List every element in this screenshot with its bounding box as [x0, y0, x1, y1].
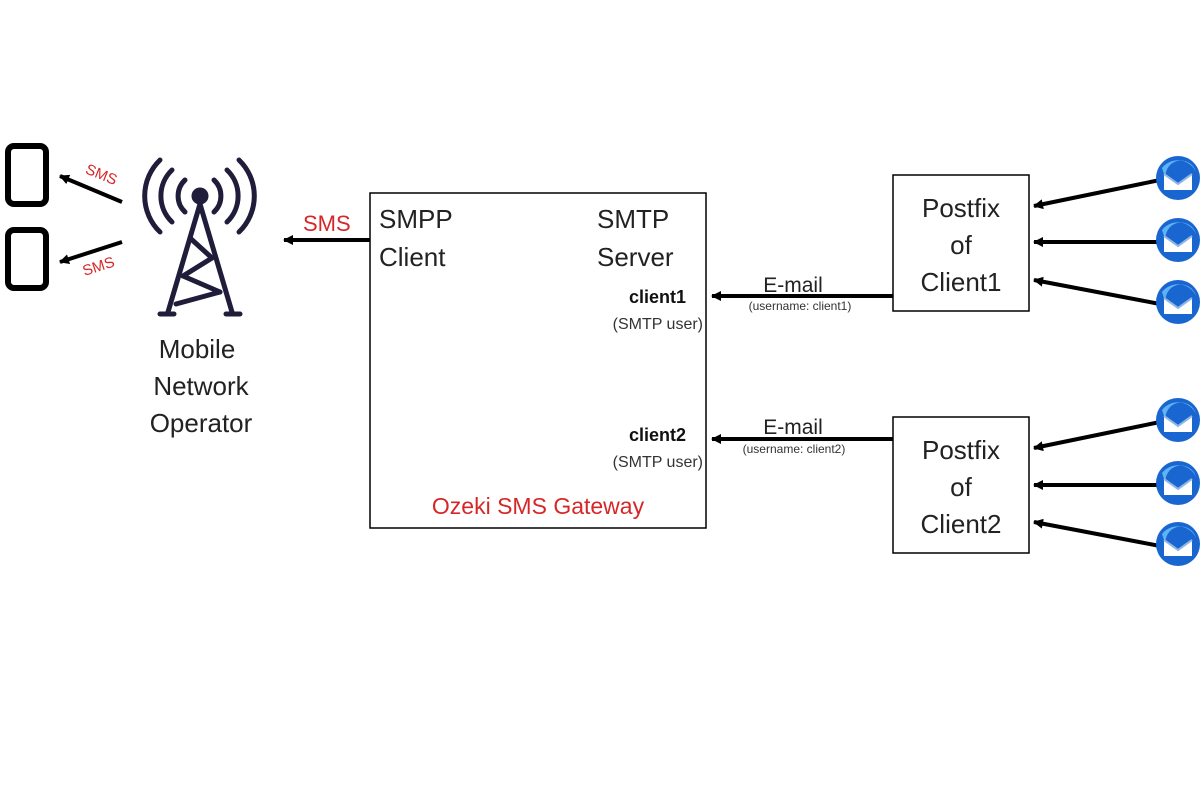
postfix-client1-box: [892, 174, 1030, 312]
smpp-client-line1: SMPP: [379, 204, 453, 234]
sms-label-phone-bottom: SMS: [81, 254, 117, 280]
smtp-user-client2: client2: [629, 425, 686, 445]
gateway-box: [369, 192, 707, 529]
postfix-client1-line3: Client1: [921, 267, 1002, 297]
smtp-server-line1: SMTP: [597, 204, 669, 234]
email-label-client1: E-mail: [763, 274, 823, 297]
sms-label-gateway: SMS: [303, 211, 351, 236]
smtp-user-client1: client1: [629, 287, 686, 307]
thunderbird-icon: [1156, 156, 1200, 200]
thunderbird-icon: [1156, 522, 1200, 566]
postfix-client1-line2: of: [950, 230, 972, 260]
thunderbird-icon: [1156, 218, 1200, 262]
postfix-client2-line2: of: [950, 472, 972, 502]
mail-arrow-6: [1033, 518, 1161, 548]
operator-label-line1: Mobile: [159, 334, 236, 364]
radio-tower-icon: [142, 157, 257, 317]
sms-label-phone-top: SMS: [83, 161, 120, 189]
operator-label-line3: Operator: [150, 408, 253, 438]
mail-arrow-4: [1033, 420, 1161, 452]
mail-arrow-1: [1033, 178, 1161, 210]
email-sub-client2: (username: client2): [743, 442, 846, 456]
thunderbird-icon: [1156, 398, 1200, 442]
email-sub-client1: (username: client1): [749, 299, 852, 313]
smartphone-icon: [5, 143, 49, 207]
gateway-name: Ozeki SMS Gateway: [432, 493, 645, 519]
smpp-client-line2: Client: [379, 242, 446, 272]
sms-arrow-phone-bottom: [59, 240, 123, 264]
postfix-client2-line1: Postfix: [922, 435, 1000, 465]
thunderbird-icon: [1156, 461, 1200, 505]
sms-arrow-phone-top: [59, 174, 123, 204]
mail-arrow-3: [1033, 276, 1161, 306]
operator-label-line2: Network: [153, 371, 249, 401]
smtp-user-client1-sub: (SMTP user): [613, 316, 703, 333]
smtp-server-line2: Server: [597, 242, 674, 272]
postfix-client2-box: [892, 416, 1030, 554]
postfix-client1-line1: Postfix: [922, 193, 1000, 223]
email-label-client2: E-mail: [763, 416, 823, 439]
thunderbird-icon: [1156, 280, 1200, 324]
smtp-user-client2-sub: (SMTP user): [613, 454, 703, 471]
postfix-client2-line3: Client2: [921, 509, 1002, 539]
smartphone-icon: [5, 227, 49, 291]
